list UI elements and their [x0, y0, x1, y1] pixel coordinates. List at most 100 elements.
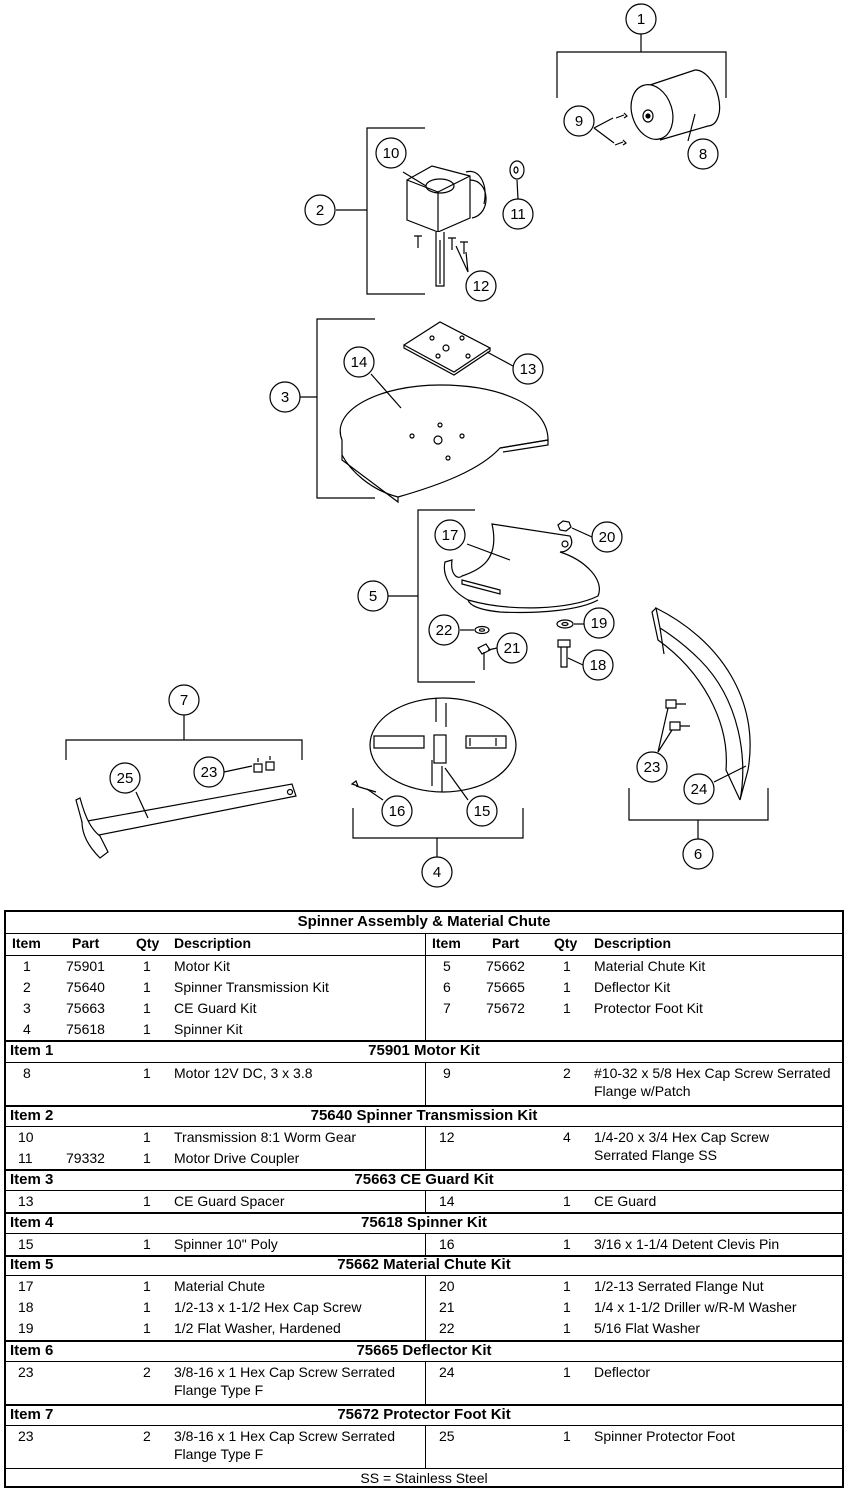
material-chute-kit-group [388, 509, 600, 683]
summary-part: 75618 [66, 1021, 105, 1037]
part-qty: 1 [143, 1129, 151, 1145]
section-title: 75663 CE Guard Kit [354, 1171, 494, 1188]
header-part-left: Part [72, 935, 100, 951]
section-title: 75665 Deflector Kit [356, 1342, 492, 1359]
screw-drawing [615, 112, 628, 119]
part-desc: 1/2 Flat Washer, Hardened [174, 1320, 341, 1336]
section-item-label: Item 4 [10, 1214, 54, 1231]
summary-item: 7 [443, 1000, 451, 1016]
callout-13: 13 [520, 361, 537, 378]
part-item: 25 [439, 1428, 455, 1444]
callout-24: 24 [691, 781, 708, 798]
header-desc-right: Description [594, 935, 672, 951]
summary-qty: 1 [143, 1021, 151, 1037]
summary-qty: 1 [563, 1000, 571, 1016]
callout-10: 10 [383, 145, 400, 162]
part-desc: 3/16 x 1-1/4 Detent Clevis Pin [594, 1236, 780, 1252]
exploded-parts-diagram: 1 2 3 4 5 6 7 8 9 10 11 12 13 14 15 16 1… [65, 3, 769, 888]
part-qty: 4 [563, 1129, 571, 1145]
part-item: 23 [18, 1428, 34, 1444]
part-part: 79332 [66, 1150, 105, 1166]
part-item: 8 [23, 1065, 31, 1081]
summary-item: 2 [23, 979, 31, 995]
summary-desc: Motor Kit [174, 958, 231, 974]
part-desc: Deflector [594, 1364, 651, 1380]
summary-desc: Spinner Transmission Kit [174, 979, 329, 995]
summary-item: 4 [23, 1021, 31, 1037]
part-desc: 1/4 x 1-1/2 Driller w/R-M Washer [594, 1299, 797, 1315]
callout-16: 16 [389, 803, 406, 820]
part-qty: 1 [143, 1065, 151, 1081]
callout-15: 15 [474, 803, 491, 820]
part-desc: #10-32 x 5/8 Hex Cap Screw Serrated Flan… [594, 1065, 831, 1099]
summary-desc: Deflector Kit [594, 979, 671, 995]
header-qty-right: Qty [554, 935, 578, 951]
callout-14: 14 [351, 354, 368, 371]
summary-qty: 1 [143, 979, 151, 995]
summary-item: 1 [23, 958, 31, 974]
part-item: 14 [439, 1193, 455, 1209]
summary-desc: Protector Foot Kit [594, 1000, 703, 1016]
summary-qty: 1 [143, 958, 151, 974]
callout-5: 5 [369, 588, 377, 605]
part-desc: 5/16 Flat Washer [594, 1320, 701, 1336]
part-item: 22 [439, 1320, 455, 1336]
part-qty: 1 [563, 1236, 571, 1252]
callout-21: 21 [504, 640, 521, 657]
summary-part: 75663 [66, 1000, 105, 1016]
summary-part: 75640 [66, 979, 105, 995]
header-qty-left: Qty [136, 935, 160, 951]
protector-foot-kit-group [65, 714, 303, 859]
part-qty: 2 [563, 1065, 571, 1081]
part-desc: 1/4-20 x 3/4 Hex Cap Screw Serrated Flan… [594, 1129, 770, 1163]
deflector-kit-group [628, 606, 769, 840]
part-item: 23 [18, 1364, 34, 1380]
callout-4: 4 [433, 864, 441, 881]
header-desc-left: Description [174, 935, 252, 951]
header-item-right: Item [432, 935, 461, 951]
table-footer-note: SS = Stainless Steel [360, 1470, 488, 1486]
section-item-label: Item 7 [10, 1406, 54, 1423]
part-item: 18 [18, 1299, 34, 1315]
part-qty: 1 [563, 1193, 571, 1209]
part-qty: 1 [563, 1299, 571, 1315]
callout-3: 3 [281, 389, 289, 406]
part-item: 10 [18, 1129, 34, 1145]
part-qty: 1 [143, 1299, 151, 1315]
ce-guard-kit-group [300, 318, 549, 504]
summary-qty: 1 [143, 1000, 151, 1016]
summary-part: 75672 [486, 1000, 525, 1016]
part-item: 20 [439, 1278, 455, 1294]
table-title: Spinner Assembly & Material Chute [297, 913, 551, 930]
section-title: 75640 Spinner Transmission Kit [310, 1107, 538, 1124]
part-item: 15 [18, 1236, 34, 1252]
section-title: 75662 Material Chute Kit [337, 1256, 511, 1273]
part-desc: Transmission 8:1 Worm Gear [174, 1129, 357, 1145]
callout-9: 9 [575, 113, 583, 130]
part-item: 19 [18, 1320, 34, 1336]
part-item: 17 [18, 1278, 34, 1294]
section-item-label: Item 2 [10, 1107, 54, 1124]
part-qty: 1 [563, 1320, 571, 1336]
summary-part: 75665 [486, 979, 525, 995]
section-item-label: Item 1 [10, 1042, 54, 1059]
callout-19: 19 [591, 615, 608, 632]
callout-20: 20 [599, 529, 616, 546]
summary-desc: Spinner Kit [174, 1021, 243, 1037]
part-qty: 1 [563, 1428, 571, 1444]
header-item-left: Item [12, 935, 41, 951]
callout-6: 6 [694, 846, 702, 863]
summary-item: 6 [443, 979, 451, 995]
part-desc: Material Chute [174, 1278, 266, 1294]
summary-part: 75662 [486, 958, 525, 974]
callout-bubbles [109, 3, 719, 888]
callout-23-foot: 23 [201, 764, 218, 781]
part-item: 24 [439, 1364, 455, 1380]
part-item: 13 [18, 1193, 34, 1209]
summary-item: 5 [443, 958, 451, 974]
part-desc: Spinner Protector Foot [594, 1428, 735, 1444]
part-desc: 3/8-16 x 1 Hex Cap Screw Serrated Flange… [174, 1364, 395, 1398]
section-title: 75672 Protector Foot Kit [337, 1406, 511, 1423]
part-qty: 1 [563, 1278, 571, 1294]
summary-qty: 1 [563, 958, 571, 974]
